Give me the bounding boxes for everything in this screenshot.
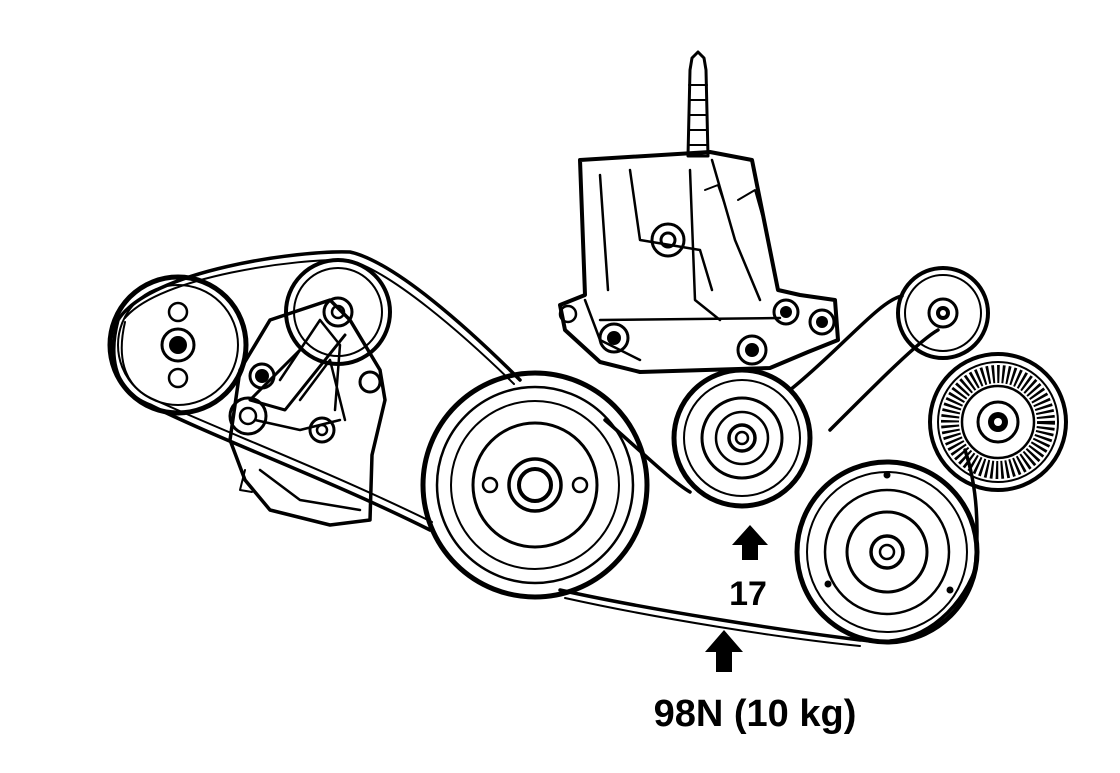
force-arrow-icon xyxy=(732,525,768,560)
bracket-shaft xyxy=(686,50,710,158)
drive-belt xyxy=(112,250,979,647)
left-pulley xyxy=(107,274,249,416)
bracket-bolt xyxy=(650,222,686,258)
ribbed-pulley xyxy=(928,352,1068,492)
small-idler-pulley xyxy=(896,266,990,360)
idler-pulley xyxy=(248,258,392,412)
bracket-bolt xyxy=(598,322,630,354)
compressor-bracket xyxy=(558,50,840,374)
bracket-bolt xyxy=(808,308,836,336)
force-label: 98N (10 kg) xyxy=(654,693,857,735)
bracket-bolt xyxy=(772,298,800,326)
power-steering-pulley xyxy=(794,459,980,645)
bracket-bolt xyxy=(558,304,578,324)
force-arrow-icon xyxy=(705,630,743,672)
deflection-label: 17 xyxy=(729,575,767,613)
tensioner-bracket xyxy=(228,298,387,527)
crankshaft-pulley xyxy=(420,370,650,600)
alternator-pulley xyxy=(671,367,813,509)
bracket-bolt xyxy=(736,334,768,366)
